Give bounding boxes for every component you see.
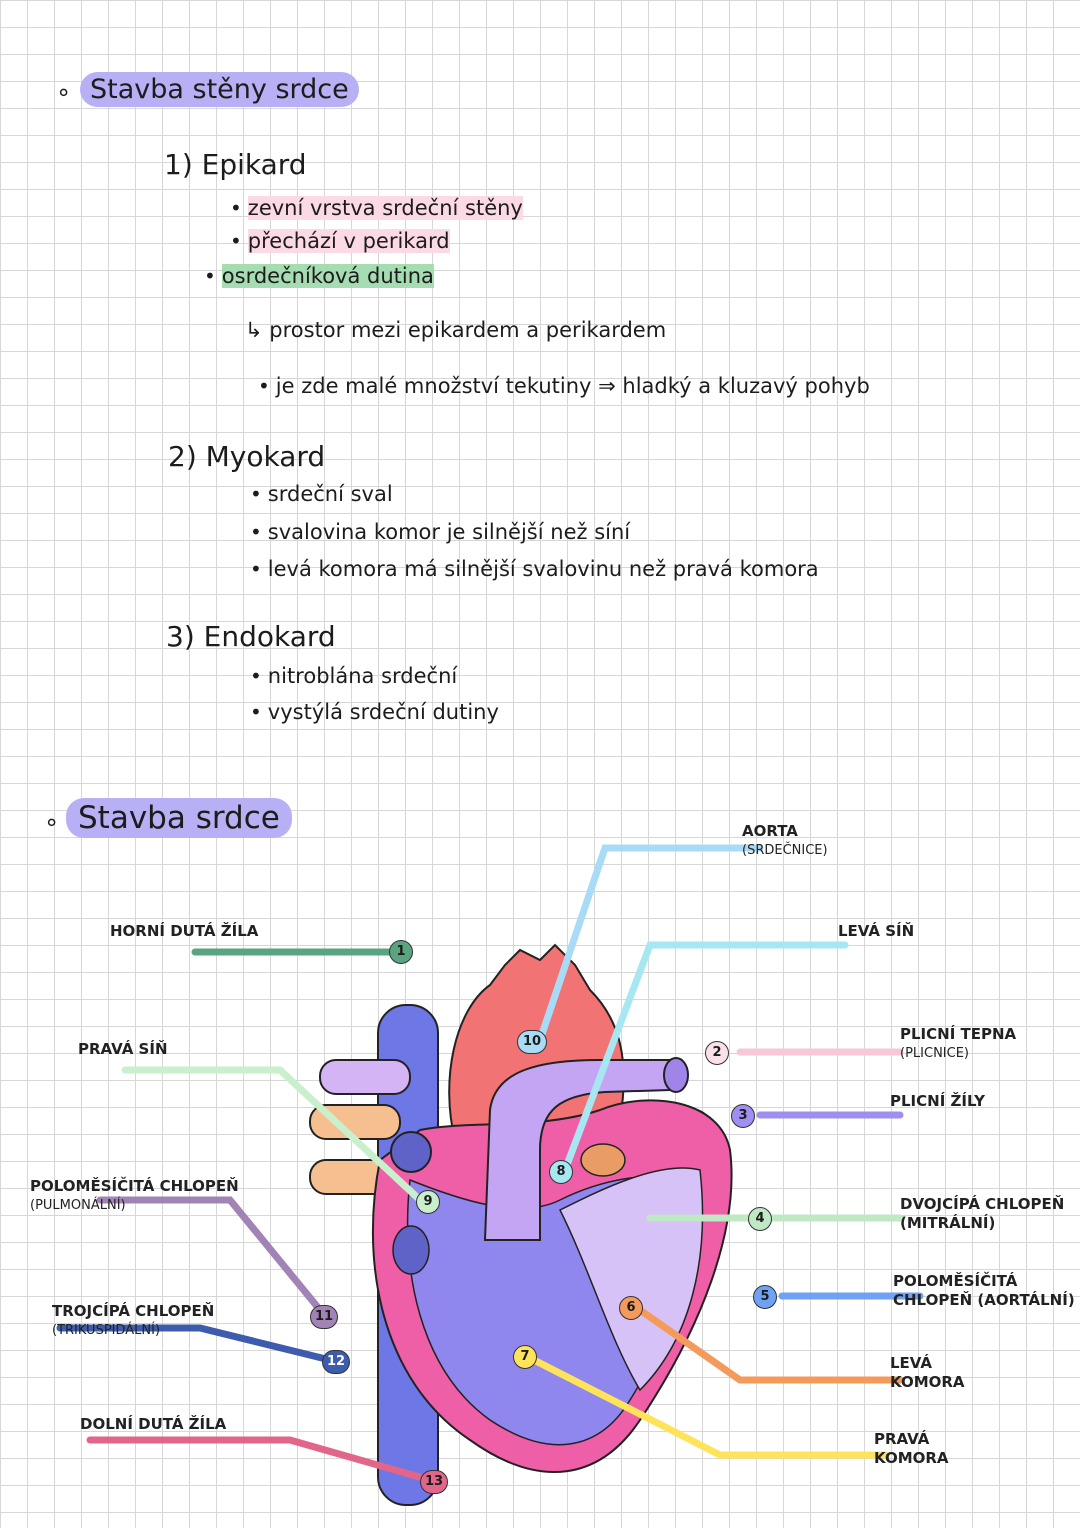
marker-1: 1 bbox=[389, 940, 413, 964]
myokard-bullet-2: •svalovina komor je silnější než síní bbox=[250, 520, 631, 544]
marker-12: 12 bbox=[322, 1350, 350, 1374]
label-polomesicita-pulmonalni: POLOMĚSÍČITÁ CHLOPEŇ(PULMONÁLNÍ) bbox=[30, 1177, 239, 1213]
cavity-arrow: ↳ prostor mezi epikardem a perikardem bbox=[245, 318, 667, 342]
marker-4: 4 bbox=[748, 1207, 772, 1231]
section-bullet: ∘ bbox=[56, 78, 72, 106]
epikard-bullet-2: •přechází v perikard bbox=[230, 229, 450, 253]
marker-8: 8 bbox=[549, 1160, 573, 1184]
cavity-bullet: •osrdečníková dutina bbox=[204, 264, 434, 288]
label-dvojcipa-chlopen: DVOJCÍPÁ CHLOPEŇ (MITRÁLNÍ) bbox=[900, 1195, 1065, 1232]
label-plicni-zily: PLICNÍ ŽÍLY bbox=[890, 1092, 986, 1110]
section1-heading: Stavba stěny srdce bbox=[80, 72, 359, 107]
marker-2: 2 bbox=[705, 1041, 729, 1065]
marker-10: 10 bbox=[517, 1030, 547, 1054]
marker-11: 11 bbox=[310, 1305, 338, 1329]
endokard-bullet-2: •vystýlá srdeční dutiny bbox=[250, 700, 499, 724]
epikard-bullet-1: •zevní vrstva srdeční stěny bbox=[230, 196, 523, 220]
label-leva-komora: LEVÁ KOMORA bbox=[890, 1354, 965, 1391]
label-prava-sin: PRAVÁ SÍŇ bbox=[78, 1040, 168, 1058]
marker-9: 9 bbox=[416, 1190, 440, 1214]
label-dolni-duta-zila: DOLNÍ DUTÁ ŽÍLA bbox=[80, 1415, 227, 1433]
label-plicni-tepna: PLICNÍ TEPNA(PLICNICE) bbox=[900, 1025, 1017, 1061]
label-horni-duta-zila: HORNÍ DUTÁ ŽÍLA bbox=[110, 922, 259, 940]
marker-3: 3 bbox=[731, 1104, 755, 1128]
marker-5: 5 bbox=[753, 1285, 777, 1309]
label-trojcipa-chlopen: TROJCÍPÁ CHLOPEŇ(TRIKUSPIDÁLNÍ) bbox=[52, 1302, 215, 1338]
section2-heading: Stavba srdce bbox=[66, 798, 292, 838]
myokard-bullet-3: •levá komora má silnější svalovinu než p… bbox=[250, 557, 819, 581]
label-polomesicita-aortalni: POLOMĚSÍČITÁ CHLOPEŇ (AORTÁLNÍ) bbox=[893, 1272, 1075, 1309]
endokard-title: 3) Endokard bbox=[166, 620, 336, 653]
endokard-bullet-1: •nitroblána srdeční bbox=[250, 664, 458, 688]
label-prava-komora: PRAVÁ KOMORA bbox=[874, 1430, 949, 1467]
cavity-detail: •je zde malé množství tekutiny ⇒ hladký … bbox=[258, 374, 870, 398]
label-aorta: AORTA(SRDEČNICE) bbox=[742, 822, 828, 858]
myokard-title: 2) Myokard bbox=[168, 440, 326, 473]
marker-6: 6 bbox=[619, 1296, 643, 1320]
label-leva-sin: LEVÁ SÍŇ bbox=[838, 922, 915, 940]
epikard-title: 1) Epikard bbox=[164, 148, 307, 181]
marker-13: 13 bbox=[420, 1470, 448, 1494]
marker-7: 7 bbox=[513, 1345, 537, 1369]
myokard-bullet-1: •srdeční sval bbox=[250, 482, 393, 506]
section-bullet-2: ∘ bbox=[44, 808, 60, 836]
